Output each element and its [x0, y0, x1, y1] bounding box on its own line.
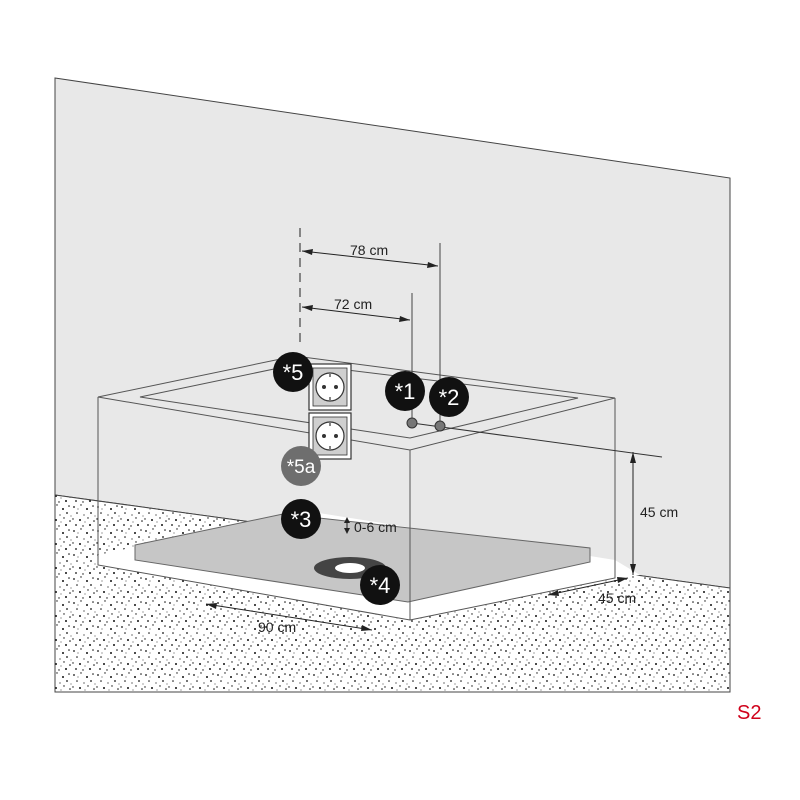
dimension-drain-height	[344, 517, 350, 534]
power-socket-icon	[308, 363, 352, 411]
water-point-2	[434, 420, 446, 432]
dimension-height-45	[630, 452, 636, 575]
dimension-depth-45	[547, 577, 629, 596]
dimension-depth-45-label: 45 cm	[598, 590, 636, 606]
dimension-length-90-label: 90 cm	[258, 619, 296, 635]
power-socket-icon	[308, 412, 352, 460]
dimension-drain-height-label: 0-6 cm	[354, 519, 397, 535]
marker-4: *4	[360, 565, 400, 605]
dimension-72	[301, 305, 411, 322]
dimension-72-label: 72 cm	[334, 296, 372, 312]
dimension-length-90	[205, 603, 373, 631]
marker-2: *2	[429, 377, 469, 417]
marker-5a-label: *5a	[287, 457, 316, 478]
dimension-78-label: 78 cm	[350, 242, 388, 258]
marker-2-label: *2	[439, 385, 460, 410]
marker-5: *5	[273, 352, 313, 392]
water-point-1	[406, 417, 418, 429]
marker-4-label: *4	[370, 573, 391, 598]
marker-3-label: *3	[291, 507, 312, 532]
sheet-code: S2	[737, 702, 761, 724]
dimension-height-45-label: 45 cm	[640, 504, 678, 520]
dimension-78	[301, 249, 439, 268]
marker-1-label: *1	[395, 379, 416, 404]
marker-5-label: *5	[283, 360, 304, 385]
drain-hole	[335, 563, 365, 573]
marker-5a: *5a	[281, 446, 321, 486]
connection-line	[411, 422, 663, 458]
marker-3: *3	[281, 499, 321, 539]
marker-1: *1	[385, 371, 425, 411]
